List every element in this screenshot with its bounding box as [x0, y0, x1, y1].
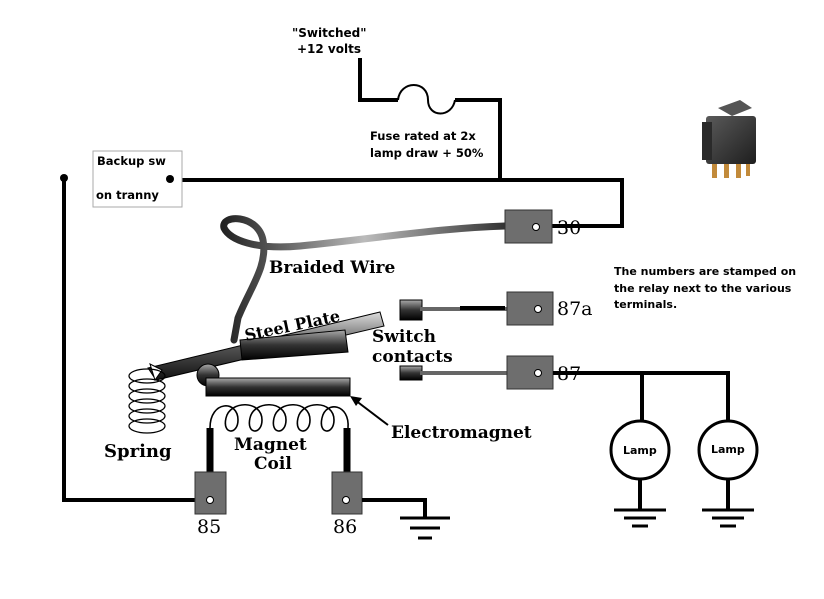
feed-wire: [170, 178, 624, 228]
terminal-86-label: 86: [333, 516, 357, 538]
relay-icon: [702, 100, 756, 178]
backup-label-2: on tranny: [96, 188, 159, 202]
terminal-85: [194, 471, 227, 515]
spring: [128, 368, 166, 434]
fuse-wire: [358, 58, 502, 180]
electromagnet-arrow: [354, 399, 389, 426]
terminal-85-label: 85: [197, 516, 221, 538]
braided-wire: [220, 215, 509, 344]
electromagnet-label: Electromagnet: [391, 423, 532, 443]
lamp-2: [697, 419, 759, 528]
terminal-87a-label: 87a: [557, 298, 593, 320]
terminal-87-label: 87: [557, 363, 581, 385]
switch-contacts-label-1: Switch: [372, 327, 436, 347]
fuse-label-1: Fuse rated at 2x: [370, 129, 476, 143]
note-line-2: the relay next to the various: [614, 282, 792, 295]
backup-to-85-wire: [62, 178, 196, 502]
wire-87-lamps: [553, 371, 730, 420]
backup-switch-contact-right: [166, 175, 174, 183]
terminal-86: [331, 471, 363, 515]
lamp-1: [609, 419, 671, 528]
terminal-30: [504, 209, 553, 244]
magnet-coil-label-1: Magnet: [234, 435, 307, 455]
note-line-3: terminals.: [614, 298, 677, 311]
spring-label: Spring: [104, 441, 172, 462]
terminal-87: [506, 355, 554, 390]
armature-rod: [239, 329, 349, 361]
terminal-87a: [506, 291, 554, 326]
lamp-2-label: Lamp: [711, 443, 745, 456]
lamp-1-label: Lamp: [623, 444, 657, 457]
switched-label-2: +12 volts: [297, 42, 361, 56]
contact-87-block: [399, 365, 423, 381]
electromagnet-core: [205, 377, 351, 397]
switch-contacts-label-2: contacts: [372, 347, 453, 367]
contact-87a-block: [399, 299, 423, 321]
note-line-1: The numbers are stamped on: [614, 265, 796, 278]
switched-label-1: "Switched": [292, 26, 366, 40]
fuse-symbol: [397, 84, 456, 115]
fuse-label-2: lamp draw + 50%: [370, 146, 484, 160]
magnet-coil: [209, 404, 349, 432]
braided-wire-label: Braided Wire: [269, 258, 396, 278]
terminal-30-label: 30: [557, 217, 581, 239]
magnet-coil-label-2: Coil: [254, 454, 292, 474]
ground-symbol-86: [400, 516, 450, 540]
wire-86-ground: [362, 498, 427, 518]
backup-label-1: Backup sw: [97, 154, 166, 168]
